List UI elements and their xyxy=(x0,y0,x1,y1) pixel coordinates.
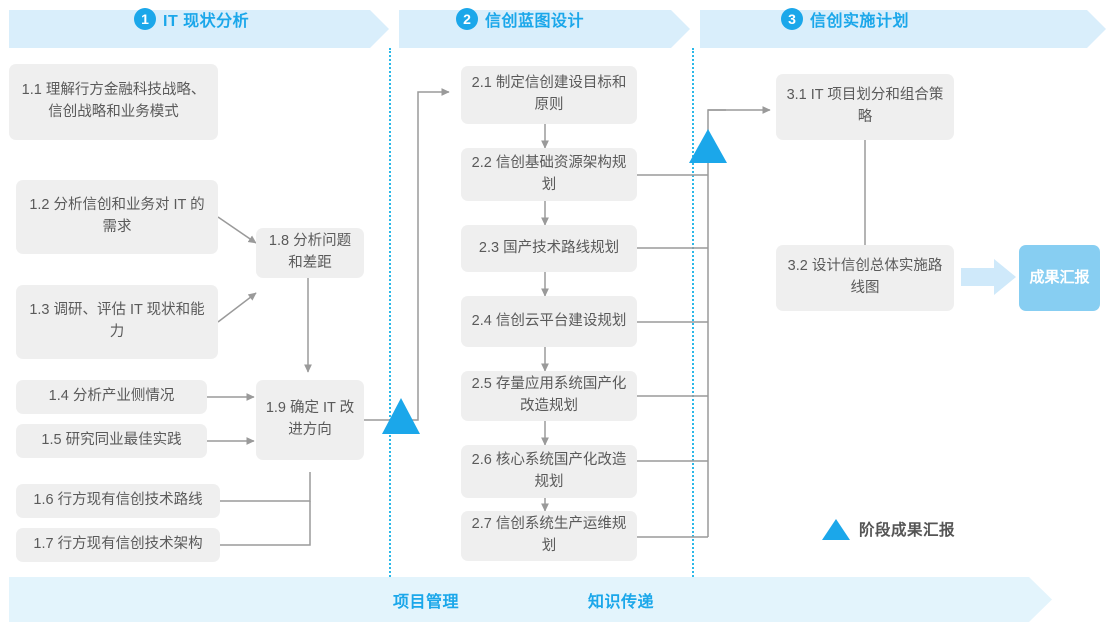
phase-label-2[interactable]: 2 信创蓝图设计 xyxy=(456,0,584,38)
task-box-1-1[interactable]: 1.1 理解行方金融科技战略、信创战略和业务模式 xyxy=(9,64,218,140)
phase-segment-2[interactable] xyxy=(399,10,690,48)
task-box-1-7[interactable]: 1.7 行方现有信创技术架构 xyxy=(16,528,220,562)
phase-label-1[interactable]: 1 IT 现状分析 xyxy=(134,0,249,38)
task-box-1-5[interactable]: 1.5 研究同业最佳实践 xyxy=(16,424,207,458)
legend-milestone: 阶段成果汇报 xyxy=(822,518,955,540)
phase-header-bar xyxy=(9,10,1106,48)
task-box-2-2[interactable]: 2.2 信创基础资源架构规划 xyxy=(461,148,637,201)
task-box-2-5[interactable]: 2.5 存量应用系统国产化改造规划 xyxy=(461,371,637,421)
task-box-2-4[interactable]: 2.4 信创云平台建设规划 xyxy=(461,296,637,347)
phase-label-3[interactable]: 3 信创实施计划 xyxy=(781,0,909,38)
footer-band xyxy=(9,577,1052,622)
task-box-1-8[interactable]: 1.8 分析问题和差距 xyxy=(256,228,364,278)
phase-title-1: IT 现状分析 xyxy=(163,13,250,30)
result-chip[interactable]: 成果汇报 xyxy=(1019,245,1100,311)
milestone-triangle-phase1 xyxy=(382,398,420,434)
triangle-up-icon xyxy=(822,518,850,540)
result-arrow-icon xyxy=(961,259,1016,295)
task-box-1-3[interactable]: 1.3 调研、评估 IT 现状和能力 xyxy=(16,285,218,359)
task-box-1-9[interactable]: 1.9 确定 IT 改进方向 xyxy=(256,380,364,460)
phase-divider-2 xyxy=(692,48,694,577)
milestone-triangle-phase2 xyxy=(689,129,727,163)
phase-number-badge-1: 1 xyxy=(134,8,156,30)
phase-title-3: 信创实施计划 xyxy=(810,13,910,30)
task-box-1-6[interactable]: 1.6 行方现有信创技术路线 xyxy=(16,484,220,518)
legend-label: 阶段成果汇报 xyxy=(859,522,956,539)
task-box-1-2[interactable]: 1.2 分析信创和业务对 IT 的需求 xyxy=(16,180,218,254)
phase-number-badge-3: 3 xyxy=(781,8,803,30)
phase-divider-1 xyxy=(389,48,391,577)
phase-segment-1[interactable] xyxy=(9,10,389,48)
task-box-1-4[interactable]: 1.4 分析产业侧情况 xyxy=(16,380,207,414)
phase-segment-3[interactable] xyxy=(700,10,1106,48)
footer-label-project-management[interactable]: 项目管理 xyxy=(393,593,460,611)
task-box-2-3[interactable]: 2.3 国产技术路线规划 xyxy=(461,225,637,272)
task-box-2-6[interactable]: 2.6 核心系统国产化改造规划 xyxy=(461,445,637,498)
task-box-3-1[interactable]: 3.1 IT 项目划分和组合策略 xyxy=(776,74,954,140)
task-box-3-2[interactable]: 3.2 设计信创总体实施路线图 xyxy=(776,245,954,311)
task-box-2-1[interactable]: 2.1 制定信创建设目标和原则 xyxy=(461,66,637,124)
task-box-2-7[interactable]: 2.7 信创系统生产运维规划 xyxy=(461,511,637,561)
phase-title-2: 信创蓝图设计 xyxy=(485,13,585,30)
footer-label-knowledge-transfer[interactable]: 知识传递 xyxy=(588,593,655,611)
phase-number-badge-2: 2 xyxy=(456,8,478,30)
